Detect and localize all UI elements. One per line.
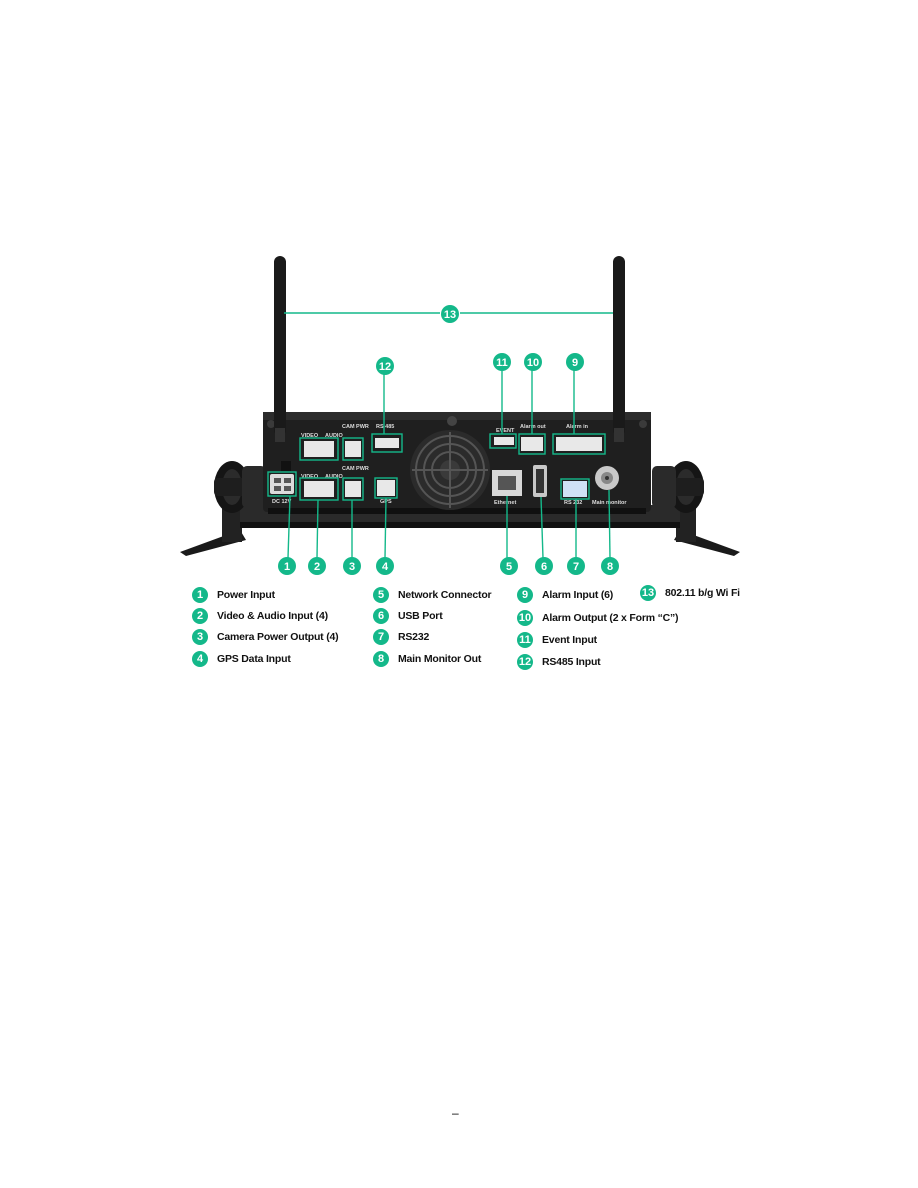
legend-badge: 1 xyxy=(192,587,208,603)
callout-8: 8 xyxy=(607,561,613,573)
legend-item-camera-power-output: 3 Camera Power Output (4) xyxy=(192,627,339,647)
legend-item-video-audio-input: 2 Video & Audio Input (4) xyxy=(192,606,328,626)
wifi-antenna-left xyxy=(274,256,286,442)
label-rs485: RS 485 xyxy=(376,424,394,430)
legend-badge: 6 xyxy=(373,608,389,624)
legend-badge: 8 xyxy=(373,651,389,667)
label-alarm-in: Alarm in xyxy=(566,424,589,430)
callout-7: 7 xyxy=(573,561,579,573)
callout-lines xyxy=(267,312,613,559)
legend-label: Power Input xyxy=(217,589,275,601)
legend-label: Event Input xyxy=(542,634,597,646)
legend-badge: 10 xyxy=(517,610,533,626)
callout-2: 2 xyxy=(314,561,320,573)
label-video: VIDEO xyxy=(301,433,319,439)
legend-badge: 2 xyxy=(192,608,208,624)
legend-badge: 12 xyxy=(517,654,533,670)
legend-label: 802.11 b/g Wi Fi xyxy=(665,587,740,599)
legend-badge: 7 xyxy=(373,629,389,645)
legend-badge: 13 xyxy=(640,585,656,601)
page-number: – xyxy=(452,1106,459,1120)
legend-label: RS485 Input xyxy=(542,656,601,668)
legend-label: Alarm Output (2 x Form “C”) xyxy=(542,612,679,624)
ports xyxy=(270,437,619,497)
legend-label: Video & Audio Input (4) xyxy=(217,610,328,622)
label-dc12v: DC 12V xyxy=(272,499,292,505)
cooling-fan xyxy=(410,430,490,510)
label-audio: AUDIO xyxy=(325,433,343,439)
legend-label: RS232 xyxy=(398,631,430,643)
label-rs232: RS 232 xyxy=(564,500,582,506)
legend-label: Main Monitor Out xyxy=(398,653,482,665)
callout-3: 3 xyxy=(349,561,355,573)
callout-5: 5 xyxy=(506,561,512,573)
legend-item-usb-port: 6 USB Port xyxy=(373,606,443,626)
legend-item-rs485-input: 12 RS485 Input xyxy=(517,652,601,672)
legend-label: Alarm Input (6) xyxy=(542,589,614,601)
legend-badge: 11 xyxy=(517,632,533,648)
label-ethernet: Ethernet xyxy=(494,500,516,506)
legend-badge: 5 xyxy=(373,587,389,603)
label-cam-pwr-top: CAM PWR xyxy=(342,424,369,430)
legend-item-wifi: 13 802.11 b/g Wi Fi xyxy=(640,583,740,603)
legend-badge: 3 xyxy=(192,629,208,645)
legend-item-gps-data-input: 4 GPS Data Input xyxy=(192,649,291,669)
legend-item-alarm-input: 9 Alarm Input (6) xyxy=(517,585,613,605)
wifi-antenna-right xyxy=(613,256,625,442)
legend-label: Camera Power Output (4) xyxy=(217,631,339,643)
legend-item-rs232: 7 RS232 xyxy=(373,627,429,647)
legend-label: Network Connector xyxy=(398,589,492,601)
callout-9: 9 xyxy=(572,357,578,369)
legend-label: GPS Data Input xyxy=(217,653,291,665)
callout-12: 12 xyxy=(379,361,391,373)
callout-4: 4 xyxy=(382,561,389,573)
legend-item-power-input: 1 Power Input xyxy=(192,585,275,605)
label-alarm-out: Alarm out xyxy=(520,424,546,430)
legend-item-alarm-output: 10 Alarm Output (2 x Form “C”) xyxy=(517,608,679,628)
callout-13: 13 xyxy=(444,309,456,321)
legend-badge: 9 xyxy=(517,587,533,603)
label-event: EVENT xyxy=(496,428,515,434)
label-cam-pwr-bottom: CAM PWR xyxy=(342,466,369,472)
callout-1: 1 xyxy=(284,561,290,573)
callout-11: 11 xyxy=(496,357,508,369)
legend-item-event-input: 11 Event Input xyxy=(517,630,597,650)
label-audio-bottom: AUDIO xyxy=(325,474,343,480)
callout-6: 6 xyxy=(541,561,547,573)
callout-10: 10 xyxy=(527,357,539,369)
legend-badge: 4 xyxy=(192,651,208,667)
legend-label: USB Port xyxy=(398,610,443,622)
legend-item-main-monitor-out: 8 Main Monitor Out xyxy=(373,649,481,669)
label-video-bottom: VIDEO xyxy=(301,474,319,480)
legend-item-network-connector: 5 Network Connector xyxy=(373,585,492,605)
